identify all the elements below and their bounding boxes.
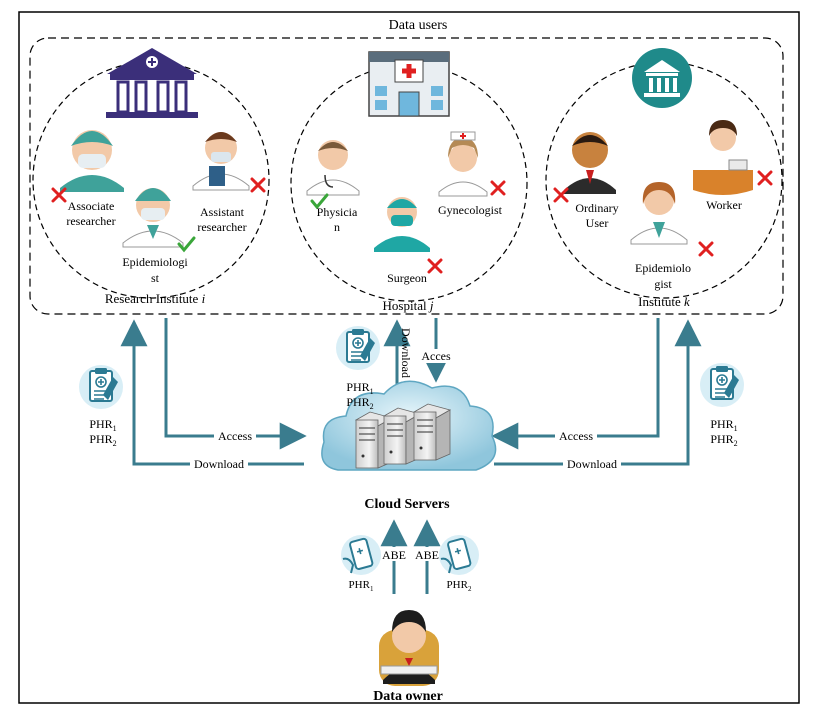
ordinary-user-label-2: User — [586, 216, 609, 230]
right-download-label: Download — [567, 457, 617, 471]
assistant-researcher-avatar — [192, 132, 250, 191]
phr-document-icon-center — [335, 325, 381, 371]
left-access-label: Access — [218, 429, 252, 443]
phr1-label-center: PHR1 — [346, 380, 373, 396]
surgeon-avatar — [374, 197, 430, 252]
hospital-label: Hospital j — [383, 298, 434, 313]
left-download-label: Download — [194, 457, 244, 471]
epidemiologist-k-deny-icon — [698, 241, 714, 257]
worker-deny-icon — [757, 170, 773, 186]
data-users-container — [29, 37, 784, 315]
phr2-label-left: PHR2 — [89, 432, 116, 448]
phr-document-icon-right — [699, 362, 745, 408]
associate-researcher-avatar — [60, 130, 124, 192]
phr1-label-right: PHR1 — [710, 417, 737, 433]
epidemiologist-label-1: Epidemiologi — [122, 255, 188, 269]
associate-researcher-label-1: Associate — [68, 199, 115, 213]
phr1-upload-icon — [340, 534, 382, 576]
hospital-access-label: Acces — [421, 349, 451, 363]
phr2-upload-icon — [438, 534, 480, 576]
cloud-servers-label: Cloud Servers — [364, 497, 450, 512]
abe-label-2: ABE — [415, 548, 439, 562]
hospital-download-label: Download — [399, 328, 413, 378]
physician-label-1: Physicia — [317, 205, 358, 219]
assistant-researcher-label-2: researcher — [197, 220, 246, 234]
surgeon-deny-icon — [427, 258, 443, 274]
surgeon-label: Surgeon — [387, 271, 427, 285]
right-access-arrow — [491, 318, 660, 450]
gynecologist-avatar — [438, 131, 488, 197]
physician-avatar — [306, 140, 360, 196]
data-users-title: Data users — [389, 18, 448, 33]
ordinary-user-deny-icon — [553, 187, 569, 203]
phr-document-icon-left — [78, 364, 124, 410]
ordinary-user-avatar — [564, 132, 616, 194]
worker-label: Worker — [706, 198, 742, 212]
right-download-arrow — [494, 319, 702, 466]
ordinary-user-label-1: Ordinary — [575, 201, 618, 215]
epidemiologist-k-avatar — [630, 182, 688, 245]
phr1-upload-label: PHR1 — [349, 579, 374, 593]
right-access-label: Access — [559, 429, 593, 443]
epidemiologist-label-2: st — [151, 271, 160, 285]
phr2-label-right: PHR2 — [710, 432, 737, 448]
institute-building-icon — [632, 48, 692, 108]
gynecologist-label: Gynecologist — [438, 203, 503, 217]
assistant-researcher-label-1: Assistant — [200, 205, 245, 219]
epidemiologist-avatar — [122, 188, 184, 248]
cloud-servers-icon — [321, 380, 497, 471]
epidemiologist-k-label-1: Epidemiolo — [635, 261, 691, 275]
phr2-label-center: PHR2 — [346, 395, 373, 411]
phr2-upload-label: PHR2 — [447, 579, 472, 593]
institute-label: Institute k — [638, 294, 690, 309]
outer-frame — [18, 11, 800, 704]
left-access-arrow — [164, 318, 307, 450]
research-building-icon — [106, 48, 198, 118]
worker-avatar — [693, 120, 753, 195]
epidemiologist-k-label-2: gist — [654, 277, 672, 291]
data-owner-label: Data owner — [373, 689, 443, 704]
research-institute-label: Research Institute i — [105, 291, 206, 306]
associate-researcher-deny-icon — [51, 187, 67, 203]
assistant-researcher-deny-icon — [250, 177, 266, 193]
associate-researcher-label-2: researcher — [66, 214, 115, 228]
physician-label-2: n — [334, 220, 340, 234]
data-owner-avatar — [379, 610, 439, 686]
hospital-building-icon — [368, 51, 450, 117]
gynecologist-deny-icon — [490, 180, 506, 196]
phr1-label-left: PHR1 — [89, 417, 116, 433]
abe-label-1: ABE — [382, 548, 406, 562]
